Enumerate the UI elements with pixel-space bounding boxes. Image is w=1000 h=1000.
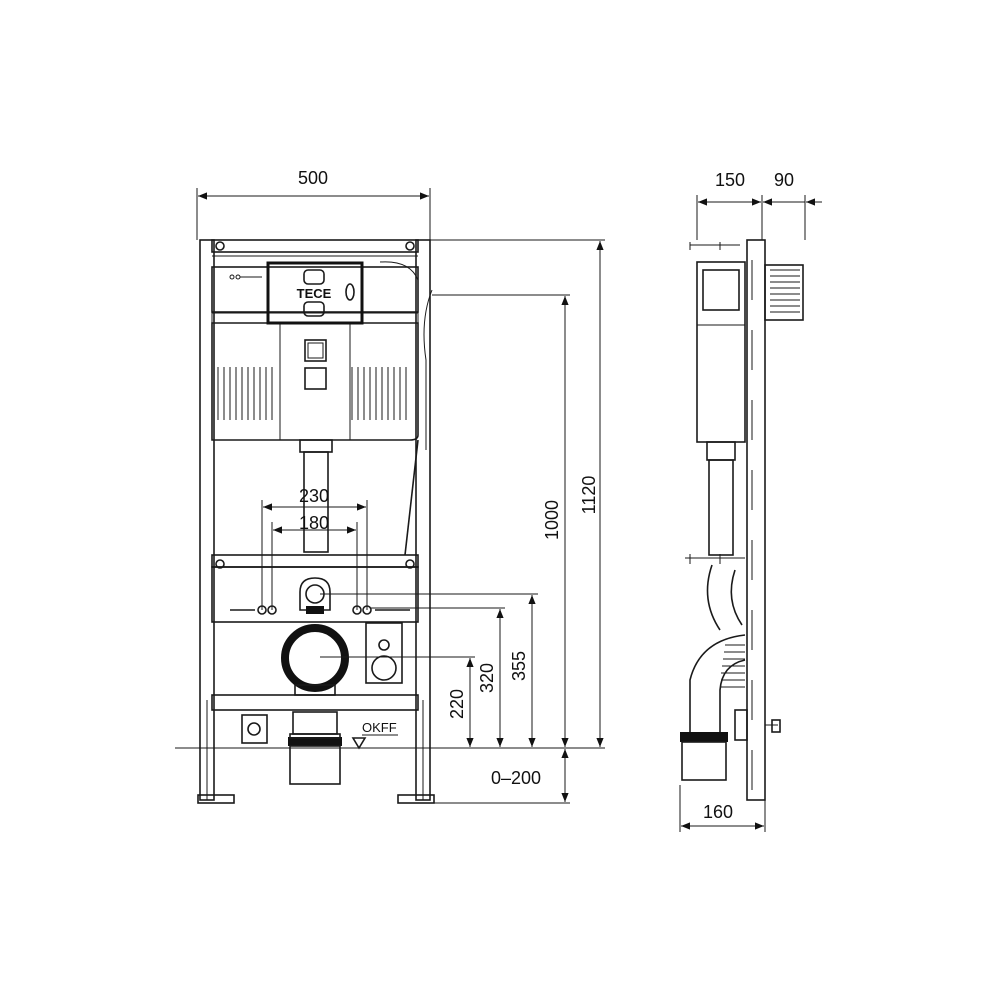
- drain-connection: [281, 624, 349, 692]
- right-vent-grille: [351, 367, 407, 420]
- tece-logo: TECE: [297, 286, 332, 301]
- dim-230: 230: [299, 486, 329, 506]
- right-foot: [397, 794, 435, 804]
- dim-0-200: 0–200: [491, 768, 541, 788]
- okff-label: OKFF: [362, 720, 397, 735]
- cistern-body: [211, 322, 419, 441]
- left-foot: [197, 794, 235, 804]
- dim-1120: 1120: [579, 476, 599, 515]
- side-view: 150 90 160: [679, 170, 822, 832]
- front-view: TECE: [175, 168, 605, 804]
- dim-220: 220: [447, 689, 467, 719]
- dim-width-500: 500: [298, 168, 328, 188]
- dim-1000: 1000: [542, 500, 562, 540]
- actuator-plate: [266, 261, 364, 325]
- dim-355: 355: [509, 651, 529, 681]
- actuator-box: [764, 264, 804, 321]
- floor-level-symbol: [351, 737, 367, 750]
- side-cistern: [696, 261, 746, 443]
- side-post: [746, 239, 766, 801]
- dim-150: 150: [715, 170, 745, 190]
- dim-320: 320: [477, 663, 497, 693]
- dim-180: 180: [299, 513, 329, 533]
- left-vent-grille: [217, 367, 273, 420]
- dim-90: 90: [774, 170, 794, 190]
- dim-160: 160: [703, 802, 733, 822]
